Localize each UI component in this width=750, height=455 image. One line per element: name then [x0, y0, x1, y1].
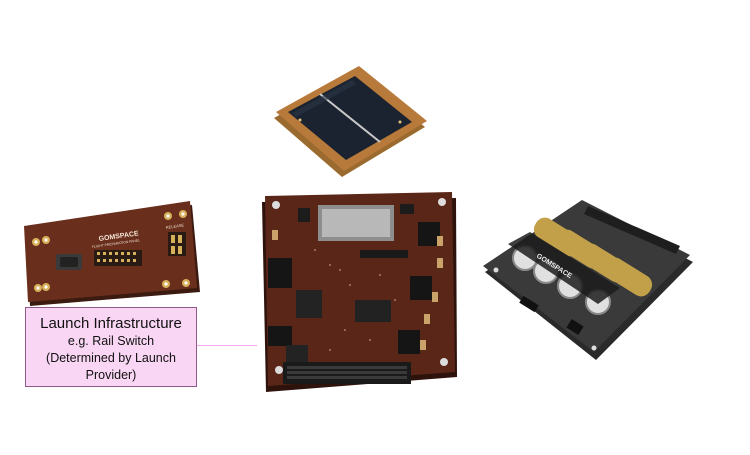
panel-release-label: RELEASE — [165, 222, 184, 230]
battery-cells — [508, 217, 653, 315]
panel-subtitle-label: FLIGHT PREPARATION PANEL — [92, 238, 141, 249]
launch-infrastructure-callout: Launch Infrastructure e.g. Rail Switch (… — [25, 307, 197, 387]
solar-panel — [274, 66, 427, 177]
eps-board — [262, 192, 457, 392]
callout-leader-line — [197, 345, 257, 346]
callout-title: Launch Infrastructure — [40, 315, 182, 332]
flight-preparation-panel: GOMSPACE FLIGHT PREPARATION PANEL RELEAS… — [24, 201, 200, 306]
battery-board: GOMSPACE — [483, 200, 693, 360]
callout-example: e.g. Rail Switch — [67, 334, 155, 348]
callout-note-line1: (Determined by Launch — [46, 351, 176, 365]
callout-note-line2: Provider) — [85, 368, 137, 382]
